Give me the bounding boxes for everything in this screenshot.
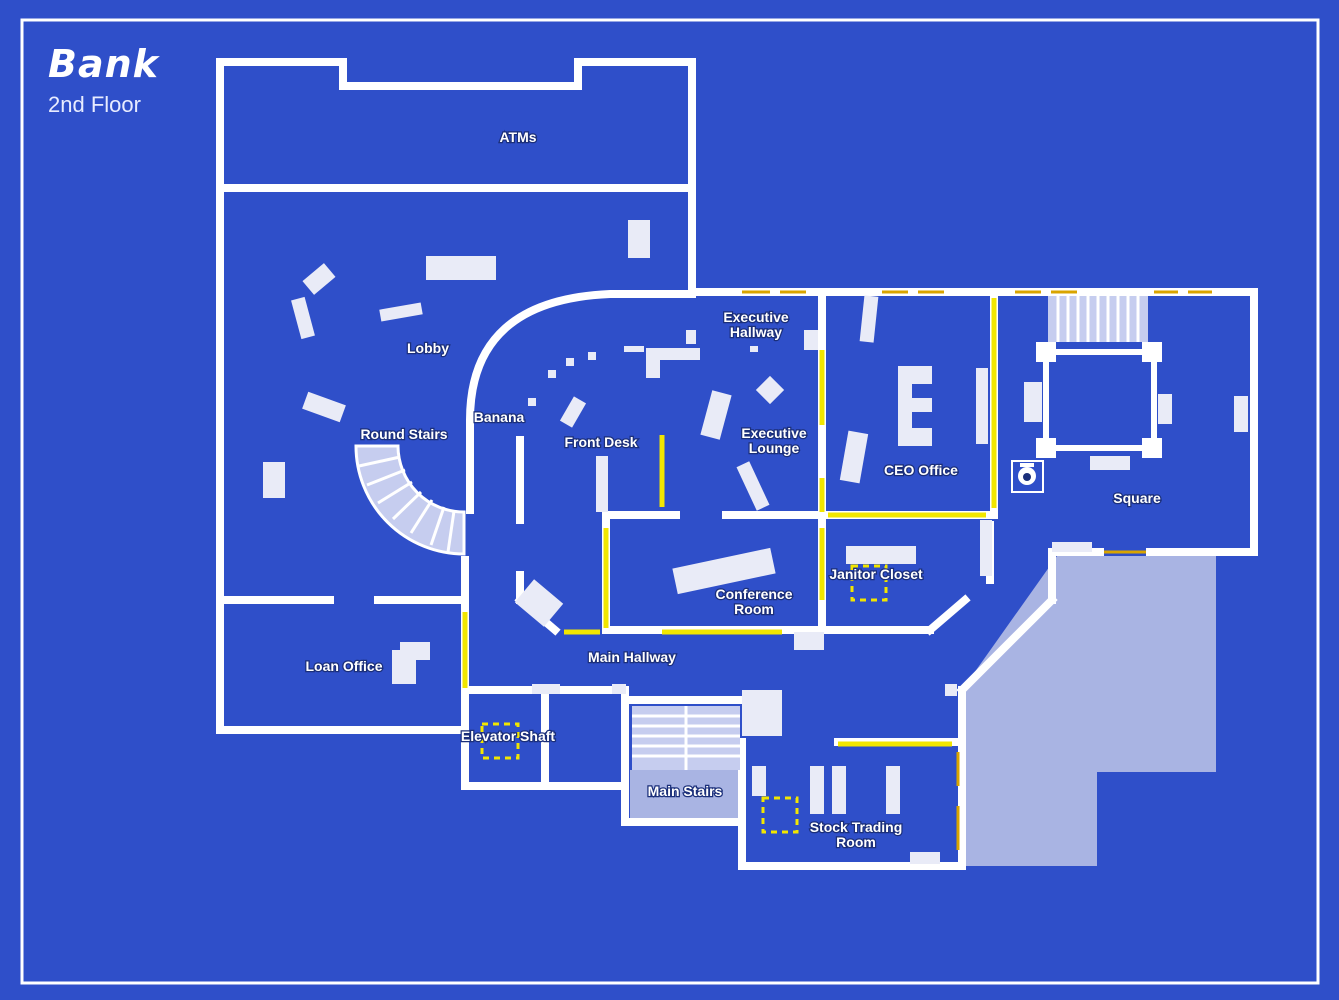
hatches: [742, 290, 1212, 850]
square-stairs-graphic: [1048, 296, 1148, 342]
room-label-janitor-closet: Janitor Closet: [829, 566, 923, 582]
floor-label: 2nd Floor: [48, 92, 141, 117]
main-stairs-area: [630, 770, 740, 822]
outdoor-area: [962, 556, 1216, 866]
square-structure: [1043, 349, 1157, 451]
room-label-ceo-office: CEO Office: [884, 462, 958, 478]
map-header: Bank 2nd Floor: [48, 42, 159, 118]
breakable-walls: [462, 298, 997, 747]
floor-hatches: [480, 564, 888, 834]
room-label-square: Square: [1113, 490, 1161, 506]
front-desk-dots: [528, 346, 758, 406]
room-label-main-hallway: Main Hallway: [588, 649, 676, 665]
room-label-elevator-shaft: Elevator Shaft: [461, 728, 555, 744]
room-label-lobby: Lobby: [407, 340, 449, 356]
room-label-round-stairs: Round Stairs: [360, 426, 447, 442]
main-stairs-graphic: [632, 706, 740, 770]
round-stairs-graphic: [354, 444, 466, 556]
room-label-front-desk: Front Desk: [564, 434, 637, 450]
room-labels: ATMs Lobby Round Stairs Banana Front Des…: [304, 128, 1162, 852]
furniture: [263, 220, 1248, 864]
room-label-main-stairs: Main Stairs: [648, 783, 723, 799]
room-label-banana: Banana: [474, 409, 525, 425]
map-frame: [20, 18, 1320, 985]
room-label-loan-office: Loan Office: [305, 658, 382, 674]
square-pillars: [1036, 342, 1162, 458]
building-logo: Bank: [48, 42, 159, 86]
room-label-atms: ATMs: [499, 129, 536, 145]
camera-icon[interactable]: [1011, 460, 1044, 493]
